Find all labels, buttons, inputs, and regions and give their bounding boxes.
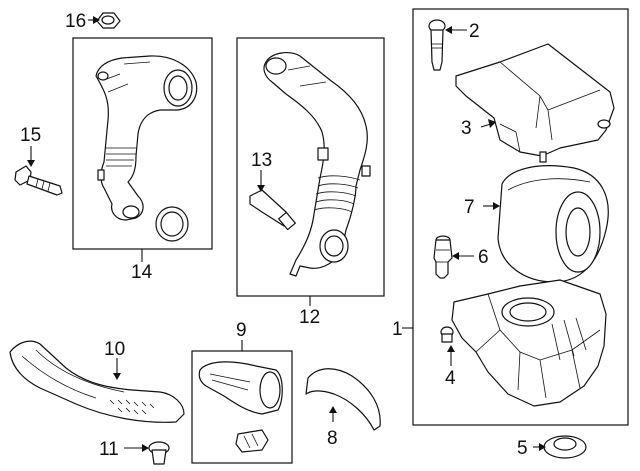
part-9-duct xyxy=(198,361,283,453)
part-13-sensor xyxy=(249,189,296,231)
callout-4: 4 xyxy=(445,368,456,389)
callout-3: 3 xyxy=(461,118,472,139)
callout-2: 2 xyxy=(469,21,480,42)
callout-10: 10 xyxy=(104,339,125,360)
part-11-pushpin xyxy=(148,441,170,465)
callout-7: 7 xyxy=(464,197,475,218)
part-4-housing xyxy=(440,279,607,407)
callout-1: 1 xyxy=(392,319,403,340)
part-14-intake-duct xyxy=(95,55,198,242)
part-3-cover xyxy=(455,43,615,163)
part-10-deflector xyxy=(9,340,185,423)
part-8-seal xyxy=(305,368,381,431)
callout-15: 15 xyxy=(20,125,41,146)
callout-14: 14 xyxy=(131,262,153,283)
leader-lines xyxy=(27,16,546,452)
part-7-filter xyxy=(497,165,609,283)
part-2-bolt xyxy=(428,19,446,71)
part-16-nut xyxy=(96,12,121,29)
part-12-intake-tube xyxy=(263,52,371,277)
part-6-plug xyxy=(433,235,453,279)
callout-5: 5 xyxy=(517,438,528,459)
callout-11: 11 xyxy=(99,439,119,460)
callout-9: 9 xyxy=(236,320,247,341)
group-box-1 xyxy=(412,8,629,426)
callout-16: 16 xyxy=(65,11,86,32)
part-15-bolt xyxy=(14,165,63,196)
callout-6: 6 xyxy=(478,247,489,268)
part-5-grommet xyxy=(543,435,587,459)
callout-labels: 16 15 14 13 12 2 3 7 6 4 1 5 10 11 9 8 xyxy=(20,11,528,460)
callout-12: 12 xyxy=(299,307,320,328)
callout-8: 8 xyxy=(327,428,338,449)
callout-13: 13 xyxy=(251,150,272,171)
